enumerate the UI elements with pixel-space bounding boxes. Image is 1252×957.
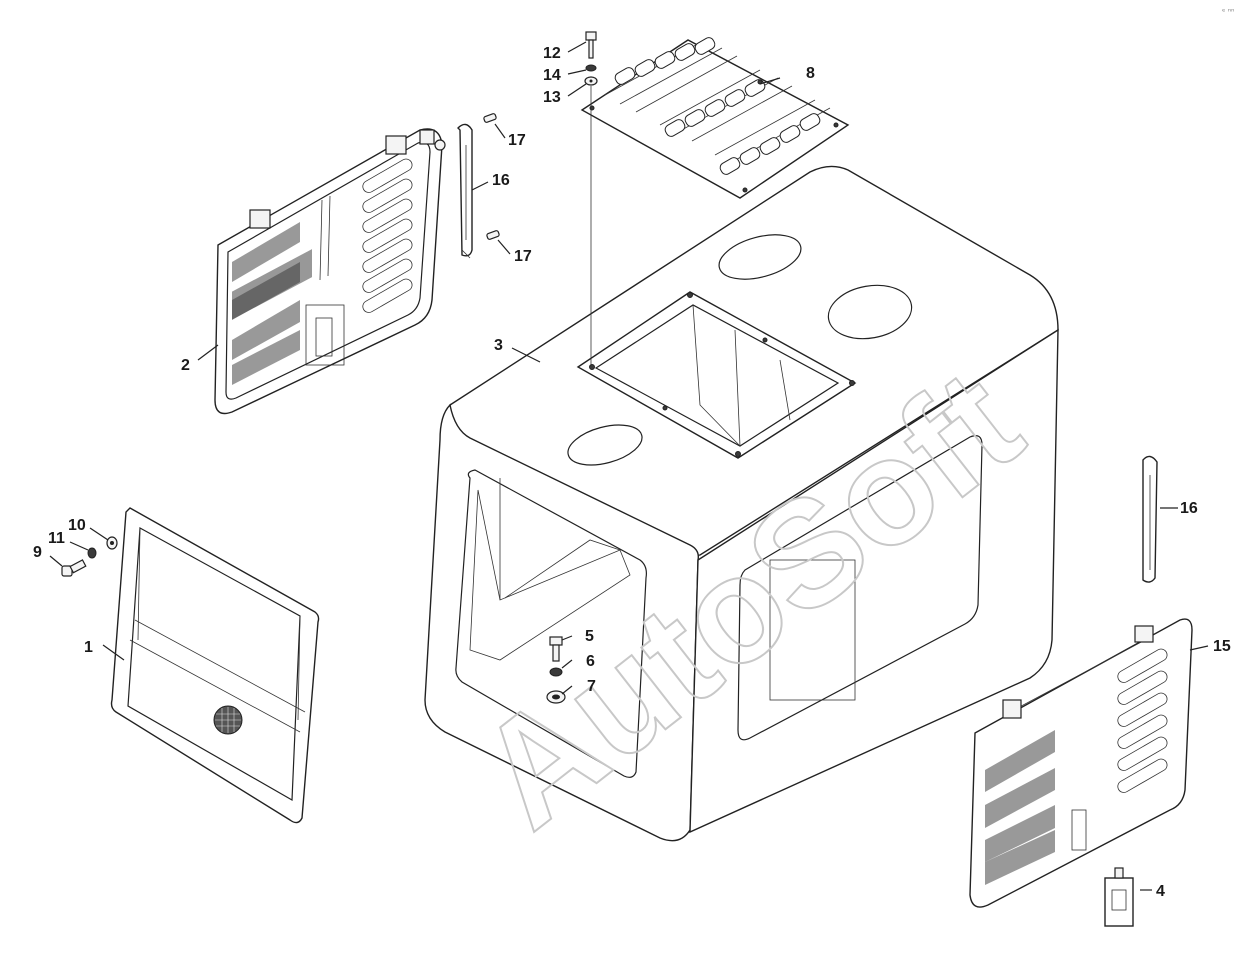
callout-3: 3 (494, 337, 503, 354)
callout-16-lower: 16 (1180, 500, 1198, 517)
callout-4: 4 (1156, 883, 1165, 900)
callout-12: 12 (543, 45, 561, 62)
callout-14: 14 (543, 67, 561, 84)
callout-13: 13 (543, 89, 561, 106)
latch-plate (1104, 867, 1134, 927)
callout-8: 8 (806, 65, 815, 82)
callout-17-upper: 17 (508, 132, 526, 149)
fastener-set-center (546, 636, 566, 704)
pin-upper (483, 113, 497, 123)
side-door-left (214, 128, 446, 415)
perforation-pattern-right (985, 730, 1055, 885)
pin-lower (486, 230, 500, 240)
housing-body (424, 165, 1059, 842)
callout-9: 9 (33, 544, 42, 561)
callout-16-upper: 16 (492, 172, 510, 189)
door-stay-lower (1142, 455, 1158, 583)
callout-11: 11 (48, 530, 65, 547)
callout-1: 1 (84, 639, 93, 656)
callout-5: 5 (585, 628, 594, 645)
callout-2: 2 (181, 357, 190, 374)
bolt-stack-top (584, 31, 598, 367)
louvered-top-plate (580, 37, 850, 199)
door-stay-upper (457, 123, 473, 259)
callout-17-lower: 17 (514, 248, 532, 265)
callout-10: 10 (68, 517, 86, 534)
callout-6: 6 (586, 653, 595, 670)
corner-mark: ᵉ ⁿⁿ (1222, 7, 1234, 16)
fastener-set-left (61, 536, 118, 577)
perforation-pattern-left (232, 222, 300, 385)
callout-7: 7 (587, 678, 596, 695)
side-door-right (969, 618, 1193, 908)
callout-15: 15 (1213, 638, 1231, 655)
front-panel-frame (110, 507, 320, 824)
callout-labels: 1 2 3 4 5 6 7 8 9 10 11 12 13 14 15 16 1… (33, 45, 1231, 900)
leader-lines (49, 41, 1209, 891)
